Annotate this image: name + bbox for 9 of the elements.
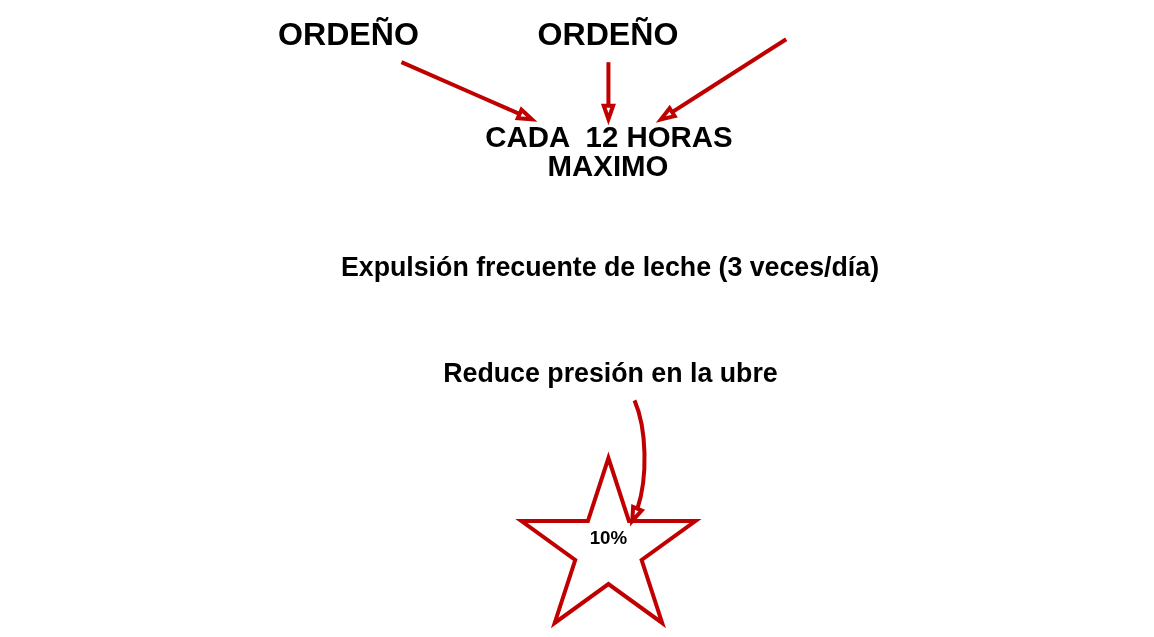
- node-text: CADA 12 HORAS MAXIMO: [485, 120, 733, 183]
- node-text: Reduce presión en la ubre: [443, 357, 778, 388]
- node-text: ORDEÑO: [278, 15, 419, 52]
- arrow: [629, 399, 647, 527]
- arrow: [400, 60, 538, 122]
- node-text: Expulsión frecuente de leche (3 veces/día): [340, 251, 880, 282]
- arrow: [655, 37, 788, 123]
- arrow: [600, 62, 616, 126]
- node-text: ORDEÑO: [537, 15, 679, 52]
